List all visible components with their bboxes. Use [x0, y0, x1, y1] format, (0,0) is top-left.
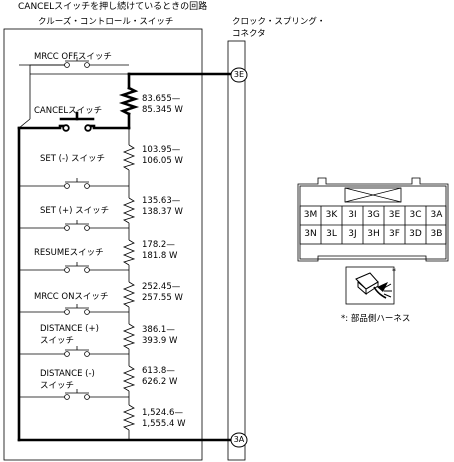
switch-label-mrcc-on: MRCC ONスイッチ — [34, 292, 109, 302]
connector-label-line1: クロック・スプリング・ — [232, 17, 326, 27]
switch-label-resume: RESUMEスイッチ — [34, 248, 104, 258]
note-marker: * — [392, 267, 396, 276]
connector-pin: 3L — [326, 229, 337, 239]
switch-box-label: クルーズ・コントロール・スイッチ — [38, 17, 174, 27]
connector-pin: 3F — [389, 229, 400, 239]
clock-spring-connector-strip — [227, 40, 246, 461]
resistor-value-6: 386.1— 393.9 W — [142, 325, 178, 346]
terminal-3e-label: 3E — [233, 70, 245, 79]
resistor-value-7: 613.8— 626.2 W — [142, 366, 178, 387]
switch-label-mrcc-off: MRCC OFFスイッチ — [34, 52, 112, 62]
switch-box — [3, 28, 203, 461]
connector-label-line2: コネクタ — [232, 29, 266, 39]
switch-label-cancel: CANCELスイッチ — [34, 106, 103, 116]
connector-pin: 3N — [304, 229, 317, 239]
harness-side-note: *: 部品側ハーネス — [341, 314, 411, 324]
connector-pin: 3A — [430, 210, 443, 220]
resistor-value-1: 83.655— 85.345 W — [142, 94, 183, 115]
connector-pin: 3I — [348, 210, 357, 220]
connector-pin: 3E — [388, 210, 401, 220]
harness-side-icon — [345, 266, 395, 305]
inactive-circuit — [18, 64, 136, 440]
switch-label-distance-minus: DISTANCE (-) スイッチ — [40, 369, 95, 391]
terminal-3e — [230, 67, 248, 83]
switch-rungs — [19, 64, 129, 398]
connector-pin: 3G — [367, 210, 380, 220]
switch-label-set-plus: SET (+) スイッチ — [40, 206, 110, 216]
resistor-value-8: 1,524.6— 1,555.4 W — [142, 408, 186, 429]
connector-pin: 3D — [409, 229, 422, 239]
resistor-value-3: 135.63— 138.37 W — [142, 196, 183, 217]
diagram-title: CANCELスイッチを押し続けているときの回路 — [18, 2, 208, 12]
connector-pin: 3J — [348, 229, 357, 239]
terminal-3a — [230, 432, 248, 448]
connector-pin: 3M — [303, 210, 318, 220]
connector-pin: 3C — [409, 210, 422, 220]
connector-pin: 3K — [325, 210, 338, 220]
resistor-value-4: 178.2— 181.8 W — [142, 240, 178, 261]
switch-label-set-minus: SET (-) スイッチ — [40, 154, 106, 164]
terminal-3a-label: 3A — [233, 435, 245, 444]
connector-pin: 3B — [430, 229, 443, 239]
connector-pin: 3H — [367, 229, 380, 239]
resistor-value-5: 252.45— 257.55 W — [142, 282, 183, 303]
switch-label-distance-plus: DISTANCE (+) スイッチ — [40, 324, 99, 346]
resistor-value-2: 103.95— 106.05 W — [142, 145, 183, 166]
